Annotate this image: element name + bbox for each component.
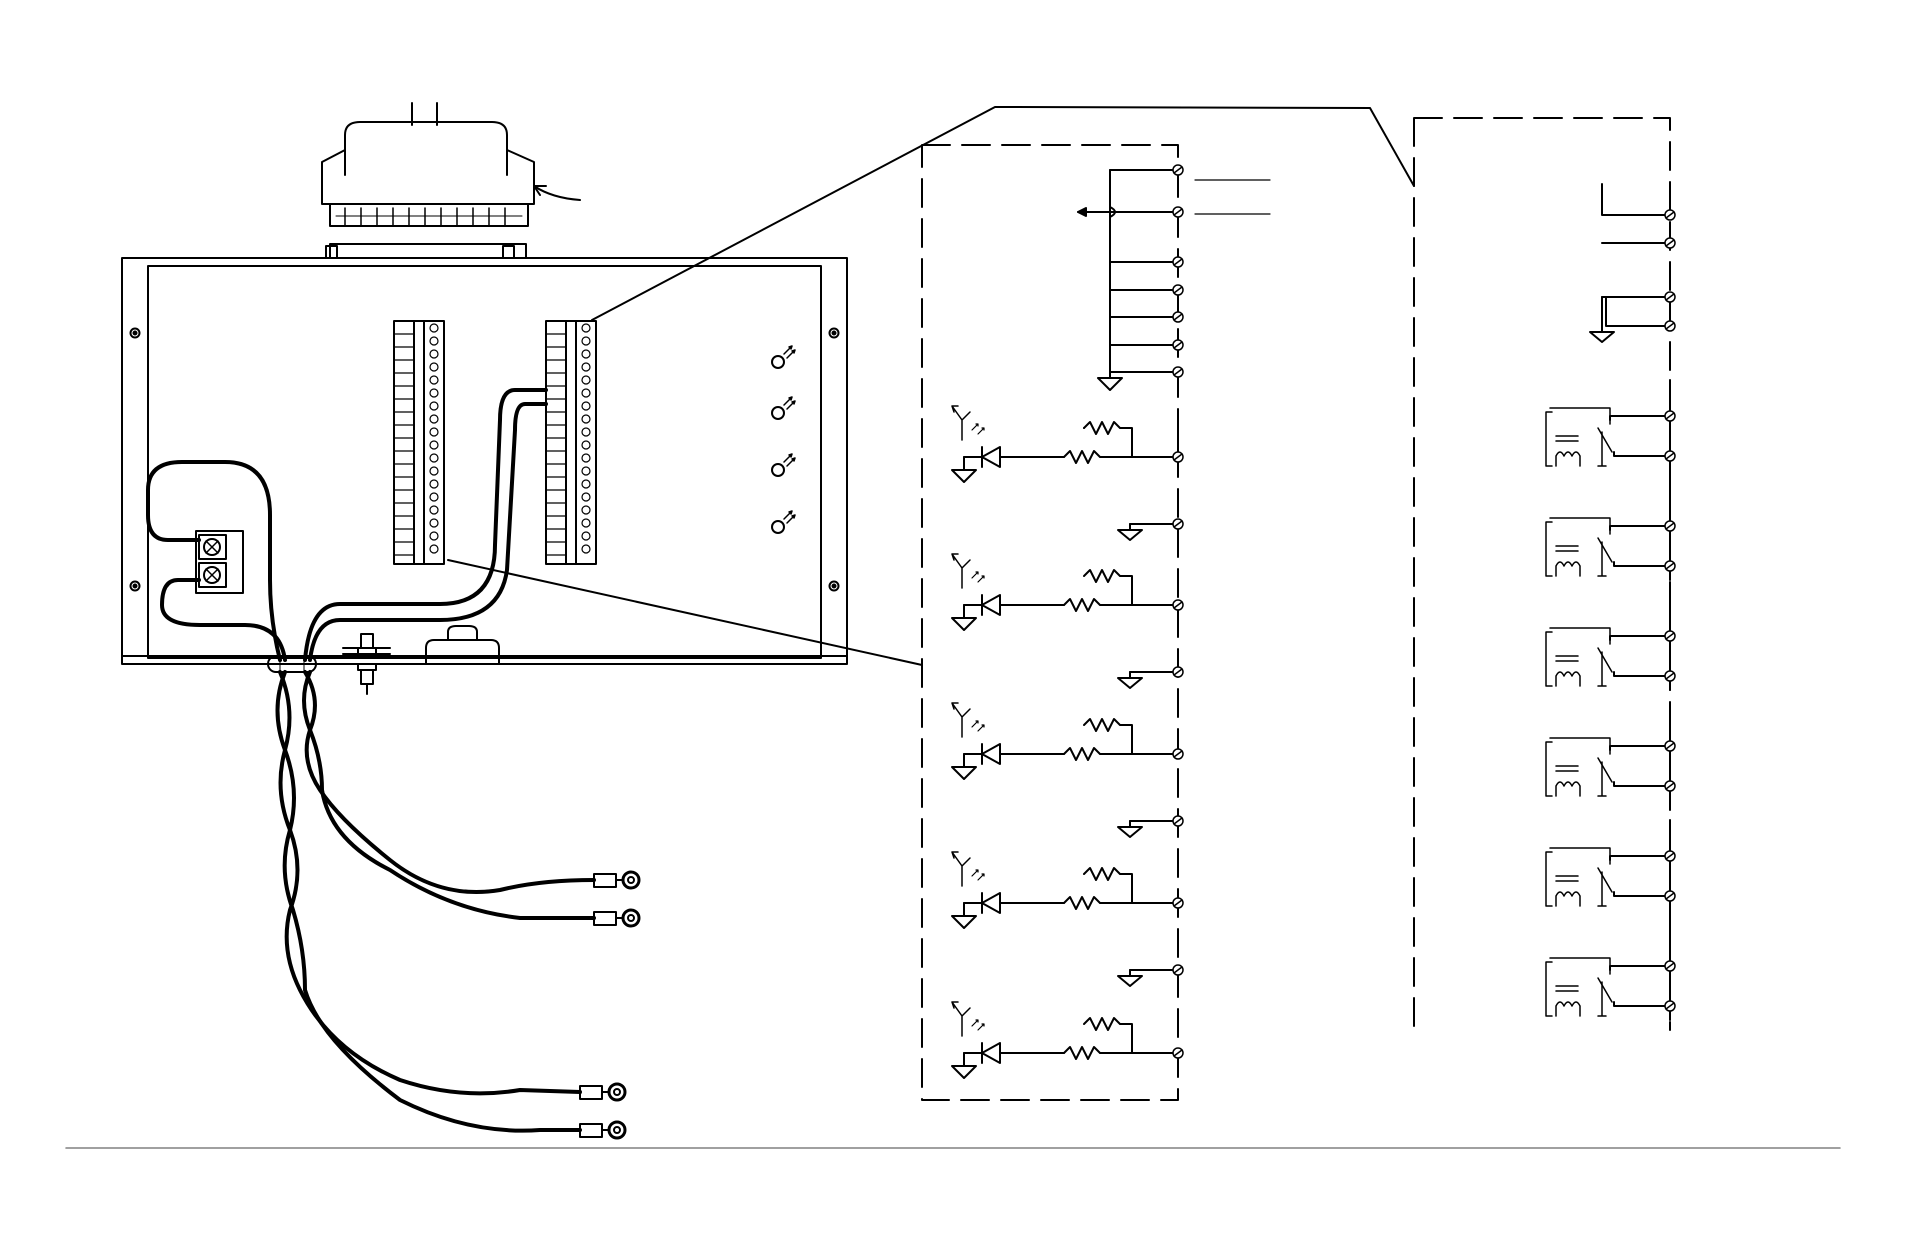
ring-2	[593, 908, 641, 928]
relay-1	[1545, 379, 1676, 471]
relay-6	[1545, 929, 1676, 1021]
connector-shell	[329, 203, 529, 227]
ring-3	[579, 1082, 627, 1102]
mounting-hole	[129, 580, 141, 592]
mounting-hole	[828, 580, 840, 592]
db-connector	[321, 102, 581, 259]
ground-stud	[342, 633, 391, 695]
detail-frame-right	[1413, 117, 1671, 1031]
ring-terminals	[579, 870, 641, 1140]
cable-signal	[303, 388, 548, 662]
led-3	[771, 453, 796, 477]
relay-4	[1545, 709, 1676, 801]
relay-5	[1545, 819, 1676, 911]
detail-frame-left	[921, 144, 1179, 1101]
twisted-pair-lower	[275, 670, 582, 1133]
led-2	[771, 396, 796, 420]
mounting-hole	[129, 327, 141, 339]
opto-input-2	[951, 553, 1184, 689]
led-1	[771, 345, 796, 369]
connector-hood	[344, 121, 508, 176]
left-frame-terminals	[1172, 164, 1184, 378]
connector-lead	[533, 185, 581, 201]
ring-4	[579, 1120, 627, 1140]
terminal-block-1	[393, 320, 445, 565]
relay-2	[1545, 489, 1676, 581]
power-terminal	[195, 530, 244, 594]
terminal-block-2	[545, 320, 597, 565]
opto-input-5	[951, 1001, 1184, 1079]
detail-frames	[921, 117, 1671, 1101]
callout-lines	[447, 106, 1415, 666]
callout-lower	[447, 559, 923, 666]
callout-upper	[591, 106, 1415, 321]
cable-clamp	[267, 655, 317, 673]
opto-input-4	[951, 851, 1184, 987]
right-common	[1589, 183, 1676, 343]
connector-pins	[344, 207, 506, 227]
cable-power-loop	[146, 460, 287, 662]
relay-3	[1545, 599, 1676, 691]
enclosure-inner-panel	[147, 265, 822, 659]
mounting-hole	[828, 327, 840, 339]
led-4	[771, 510, 796, 534]
cable-grommet	[425, 625, 500, 665]
opto-input-1	[951, 405, 1184, 541]
common-bus	[1077, 169, 1271, 391]
ring-1	[593, 870, 641, 890]
led-indicators	[771, 345, 796, 534]
opto-input-3	[951, 702, 1184, 838]
twisted-pair-upper	[302, 670, 596, 920]
connector-flange	[329, 243, 527, 259]
